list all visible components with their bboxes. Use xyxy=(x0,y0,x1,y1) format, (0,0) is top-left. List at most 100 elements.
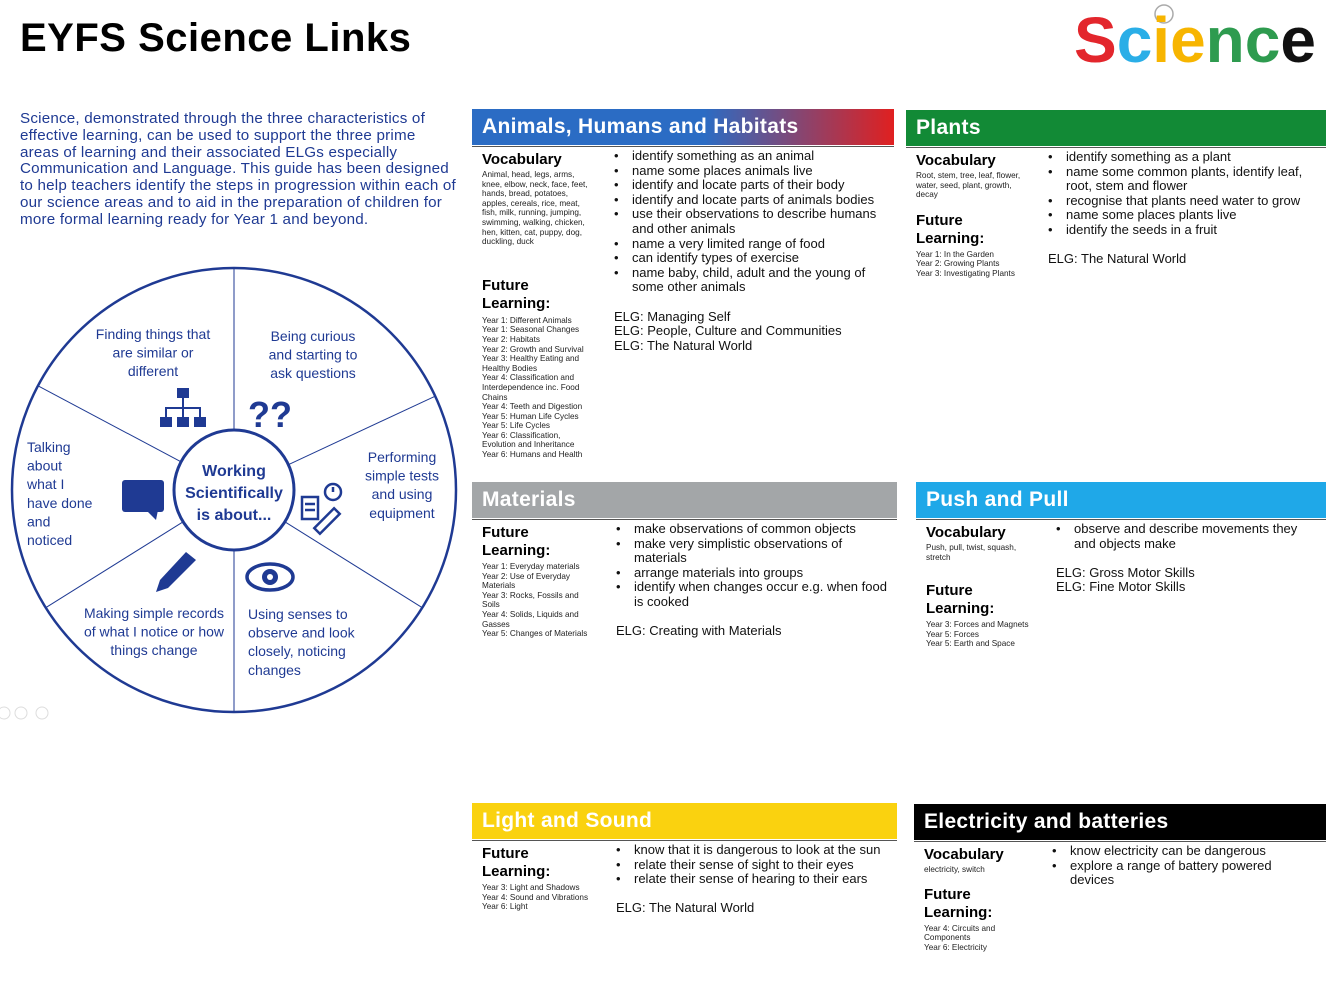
bullet-item: identify and locate parts of their body xyxy=(614,178,886,193)
bullet-item: name some places animals live xyxy=(614,163,886,179)
future-item: Year 4: Teeth and Digestion xyxy=(482,402,583,412)
slides-icon[interactable] xyxy=(14,706,28,720)
bullet-item: know that it is dangerous to look at the… xyxy=(616,842,888,858)
slide-nav-controls[interactable] xyxy=(0,704,60,722)
plants-elgs: ELG: The Natural World xyxy=(1048,252,1318,267)
section-electricity-rule xyxy=(914,841,1326,842)
wheel-center-line: is about... xyxy=(197,507,272,524)
future-item: Year 2: Habitats xyxy=(482,334,540,344)
pencil-icon xyxy=(156,552,196,592)
wheel-segment-label: Being curious xyxy=(271,328,356,344)
wheel-segment-label: things change xyxy=(110,642,197,658)
elg-item: ELG: Creating with Materials xyxy=(616,623,782,639)
bullet-item: name a very limited range of food xyxy=(614,236,886,252)
bullet-item: use their observations to describe human… xyxy=(614,207,886,236)
bullet-item: name some common plants, identify leaf, … xyxy=(1048,164,1318,194)
wheel-segment-label: Finding things that xyxy=(96,326,211,342)
section-animals-header: Animals, Humans and Habitats xyxy=(472,109,894,145)
push-bullets: observe and describe movements they and … xyxy=(1056,521,1318,551)
wheel-segment-label: Making simple records xyxy=(84,605,224,621)
logo-letter: n xyxy=(1206,4,1245,68)
future-item: Year 4: Circuits and Components xyxy=(924,923,996,943)
wheel-segment-label: and starting to xyxy=(269,347,358,363)
future-item: Year 3: Light and Shadows xyxy=(482,883,580,892)
section-plants-rule xyxy=(906,147,1326,148)
speech-bubble-icon xyxy=(122,480,164,520)
wheel-segment-label: observe and look xyxy=(248,625,356,641)
future-item: Year 1: Seasonal Changes xyxy=(482,325,580,335)
page-title: EYFS Science Links xyxy=(20,16,412,60)
logo-letter: e xyxy=(1280,4,1316,68)
bullet-item: identify and locate parts of animals bod… xyxy=(614,192,886,208)
wheel-segment-label: about xyxy=(27,458,62,474)
elg-item: ELG: Managing Self xyxy=(614,308,731,324)
electricity-bullets: know electricity can be dangerousexplore… xyxy=(1052,843,1318,888)
plants-bullets: identify something as a plantname some c… xyxy=(1048,149,1318,238)
wheel-center-line: Working xyxy=(202,463,266,480)
vocabulary-label: Vocabulary xyxy=(916,152,996,169)
section-push-header: Push and Pull xyxy=(916,482,1326,518)
wheel-center-line: Scientifically xyxy=(185,485,283,502)
section-push-rule xyxy=(916,519,1326,520)
intro-paragraph: Science, demonstrated through the three … xyxy=(20,110,456,228)
elg-item: ELG: Gross Motor Skills xyxy=(1056,564,1195,580)
more-icon[interactable] xyxy=(35,706,49,720)
light-elgs: ELG: The Natural World xyxy=(616,901,888,916)
wheel-segment-label: equipment xyxy=(369,505,434,521)
push-vocabulary: Push, pull, twist, squash, stretch xyxy=(926,543,1017,562)
elg-item: ELG: The Natural World xyxy=(614,337,753,353)
animals-vocabulary: Animal, head, legs, arms, knee, elbow, n… xyxy=(482,170,588,247)
wheel-divider xyxy=(45,521,184,609)
future-item: Year 3: Rocks, Fossils and Soils xyxy=(482,590,579,610)
bullet-item: identify when changes occur e.g. when fo… xyxy=(616,580,888,609)
section-light-rule xyxy=(472,840,897,841)
elg-item: ELG: The Natural World xyxy=(616,900,755,916)
section-electricity-header: Electricity and batteries xyxy=(914,804,1326,840)
bullet-item: observe and describe movements they and … xyxy=(1056,521,1318,551)
future-item: Year 6: Humans and Health xyxy=(482,450,583,460)
wheel-segment-label: what I xyxy=(26,476,64,492)
wheel-segment-label: ask questions xyxy=(270,365,356,381)
bullet-item: identify the seeds in a fruit xyxy=(1048,222,1318,238)
future-item: Year 5: Forces xyxy=(926,629,979,639)
bullet-item: name baby, child, adult and the young of… xyxy=(614,265,886,295)
plants-vocabulary: Root, stem, tree, leaf, flower, water, s… xyxy=(916,171,1021,200)
bullet-item: make very simplistic observations of mat… xyxy=(616,536,888,566)
wheel-segment-label: and xyxy=(27,513,50,529)
future-item: Year 3: Healthy Eating and Healthy Bodie… xyxy=(482,354,580,373)
wheel-segment-label: have done xyxy=(27,495,93,511)
animals-bullets: identify something as an animalname some… xyxy=(614,148,886,295)
equipment-icon xyxy=(300,482,343,536)
bullet-item: explore a range of battery powered devic… xyxy=(1052,858,1318,888)
future-item: Year 1: Different Animals xyxy=(482,315,572,325)
bullet-item: recognise that plants need water to grow xyxy=(1048,193,1318,209)
logo-badge-icon xyxy=(1154,4,1174,24)
future-item: Year 2: Growing Plants xyxy=(916,259,1000,269)
section-materials-rule xyxy=(472,519,897,520)
future-item: Year 5: Human Life Cycles xyxy=(482,411,579,421)
science-logo: Science xyxy=(1074,4,1316,68)
wheel-segment-label: and using xyxy=(372,486,433,502)
vocabulary-label: Vocabulary xyxy=(482,151,562,168)
prev-icon[interactable] xyxy=(0,706,11,720)
future-item: Year 1: In the Garden xyxy=(916,249,994,259)
svg-text:??: ?? xyxy=(248,394,292,435)
wheel-segment-label: are similar or xyxy=(113,345,194,361)
wheel-segment-label: closely, noticing xyxy=(248,643,346,659)
section-materials-header: Materials xyxy=(472,482,897,518)
bullet-item: name some places plants live xyxy=(1048,208,1318,223)
bullet-item: identify something as an animal xyxy=(614,148,886,164)
hierarchy-icon xyxy=(160,388,206,427)
elg-item: ELG: The Natural World xyxy=(1048,251,1187,267)
